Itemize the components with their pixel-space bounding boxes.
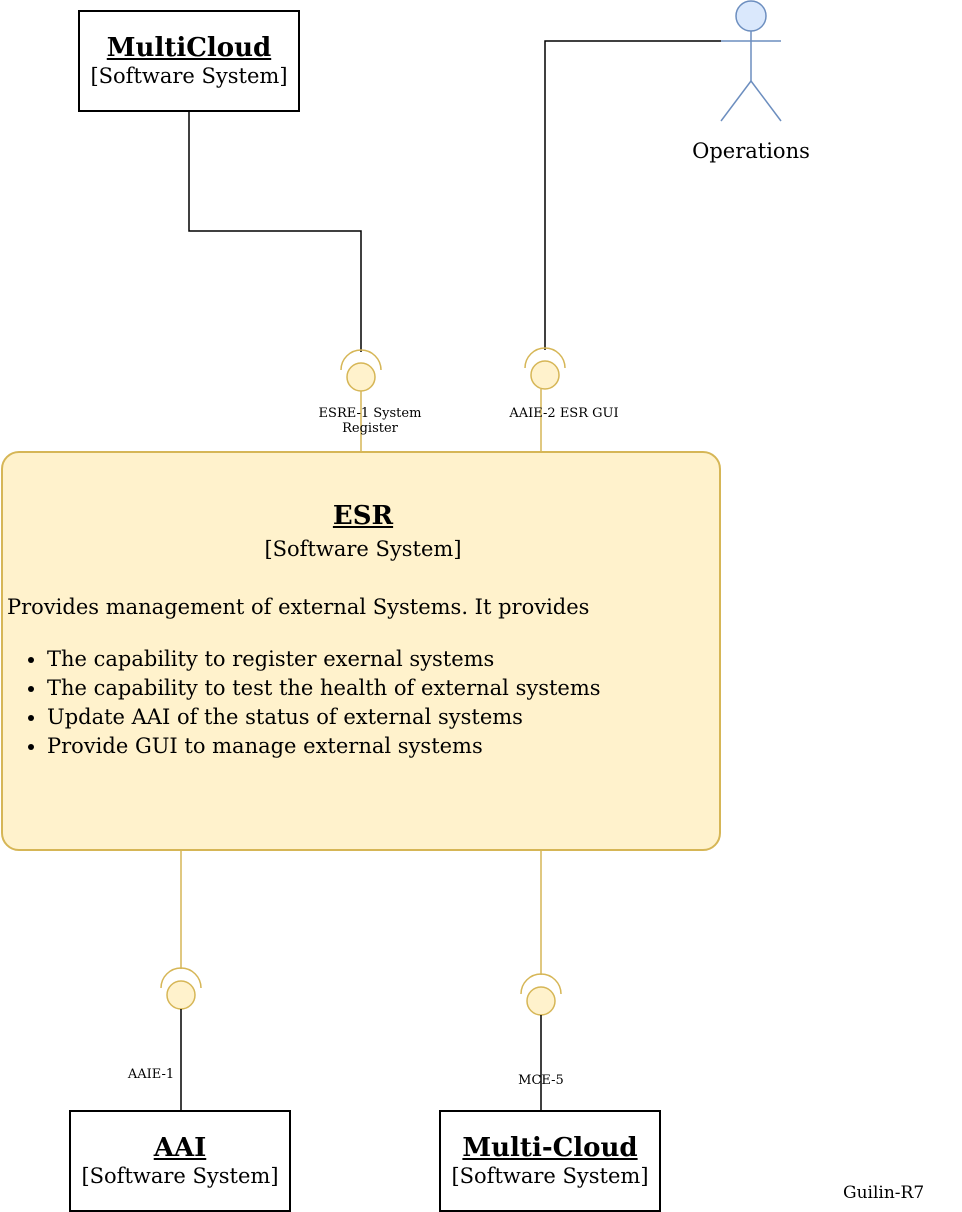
operations-actor-icon[interactable] [720,0,782,122]
multicloud-top-kind: [Software System] [90,64,288,88]
connector-operations-aaie2 [544,40,721,350]
esr-system[interactable]: ESR [Software System] Provides managemen… [1,451,721,851]
aai-kind: [Software System] [81,1164,279,1188]
interface-esre1-symbol [340,349,382,451]
multicloud-top-system[interactable]: MultiCloud [Software System] [78,10,300,112]
esr-kind: [Software System] [264,537,462,561]
multicloud-bottom-system[interactable]: Multi-Cloud [Software System] [439,1110,661,1212]
interface-mce5-symbol [520,851,562,1016]
esr-capability-list: The capability to register exernal syste… [0,645,687,761]
interface-mce5-label: MCE-5 [518,1073,564,1088]
interface-aaie2-symbol [524,347,566,451]
interface-esre1-label-line2: Register [342,421,398,436]
aai-name: AAI [153,1133,207,1163]
interface-esre1-label-line1: ESRE-1 System [318,406,422,421]
esr-capability-item: Update AAI of the status of external sys… [47,703,687,732]
interface-aaie1-label: AAIE-1 [127,1067,175,1082]
multicloud-top-name: MultiCloud [106,33,272,63]
interface-aaie2-label: AAIE-2 ESR GUI [509,406,619,421]
esr-capability-item: The capability to test the health of ext… [47,674,607,703]
operations-actor-label: Operations [692,139,810,163]
esr-capability-item: Provide GUI to manage external systems [47,732,687,761]
interface-aaie1-symbol [160,851,202,1010]
connector-multicloud-esre1 [188,111,362,352]
esr-description: Provides management of external Systems.… [7,595,590,619]
multicloud-bottom-kind: [Software System] [451,1164,649,1188]
version-label: Guilin-R7 [843,1183,925,1203]
aai-system[interactable]: AAI [Software System] [69,1110,291,1212]
interface-esre1-label: ESRE-1 System Register [300,406,440,436]
multicloud-bottom-name: Multi-Cloud [462,1133,638,1163]
esr-capability-item: The capability to register exernal syste… [47,645,687,674]
esr-name: ESR [332,501,394,531]
